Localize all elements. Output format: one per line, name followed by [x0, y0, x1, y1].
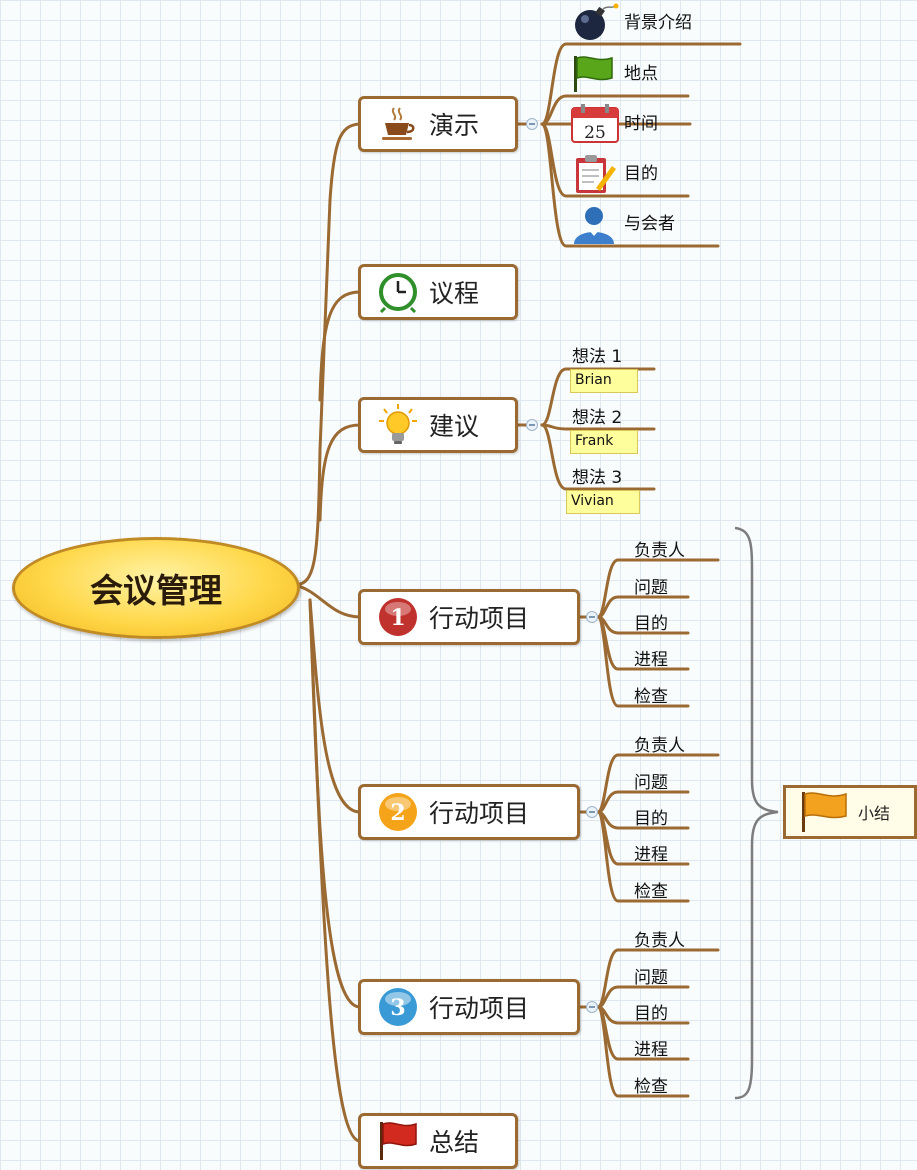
- idea-label: 想法 2: [572, 408, 623, 428]
- action-subtopic[interactable]: 进程: [634, 1035, 668, 1060]
- subtopic-label: 目的: [634, 614, 668, 634]
- topic-attendees[interactable]: 与会者: [568, 204, 675, 244]
- calendar-icon: 25: [568, 104, 620, 144]
- idea-topic[interactable]: 想法 1: [572, 342, 622, 367]
- priority-1-icon: 1: [375, 594, 421, 640]
- collapse-toggle[interactable]: [526, 419, 538, 431]
- action-subtopic[interactable]: 负责人: [634, 536, 685, 561]
- action-subtopic[interactable]: 进程: [634, 840, 668, 865]
- coffee-cup-icon: [375, 101, 421, 147]
- branch-label: 行动项目: [429, 604, 530, 633]
- subtopic-label: 问题: [634, 773, 668, 793]
- subtopic-label: 进程: [634, 845, 668, 865]
- branch-action-item-2[interactable]: 2 行动项目: [358, 784, 580, 840]
- priority-3-icon: 3: [375, 984, 421, 1030]
- topic-time[interactable]: 25 时间: [568, 104, 658, 144]
- topic-label: 目的: [624, 164, 658, 184]
- summary-label: 小结: [858, 804, 891, 823]
- idea-label: 想法 1: [572, 347, 623, 367]
- branch-action-item-1[interactable]: 1 行动项目: [358, 589, 580, 645]
- topic-location[interactable]: 地点: [568, 54, 658, 94]
- subtopic-label: 进程: [634, 1040, 668, 1060]
- branch-label: 演示: [429, 111, 480, 140]
- idea-note[interactable]: Frank: [570, 430, 638, 454]
- action-subtopic[interactable]: 问题: [634, 768, 668, 793]
- branch-agenda[interactable]: 议程: [358, 264, 518, 320]
- action-subtopic[interactable]: 进程: [634, 645, 668, 670]
- topic-label: 背景介绍: [624, 13, 692, 33]
- note-text: Brian: [575, 372, 612, 388]
- branch-suggestions[interactable]: 建议: [358, 397, 518, 453]
- branch-summary[interactable]: 总结: [358, 1113, 518, 1169]
- action-subtopic[interactable]: 检查: [634, 1072, 668, 1097]
- priority-number: 3: [390, 995, 405, 1021]
- branch-label: 议程: [429, 279, 480, 308]
- branch-action-item-3[interactable]: 3 行动项目: [358, 979, 580, 1035]
- priority-number: 2: [390, 800, 405, 826]
- priority-2-icon: 2: [375, 789, 421, 835]
- subtopic-label: 目的: [634, 1004, 668, 1024]
- collapse-toggle[interactable]: [526, 118, 538, 130]
- collapse-toggle[interactable]: [586, 806, 598, 818]
- red-flag-icon: [375, 1118, 421, 1164]
- clipboard-icon: [568, 154, 620, 194]
- orange-flag-icon: [796, 790, 852, 834]
- subtopic-label: 目的: [634, 809, 668, 829]
- branch-presentation[interactable]: 演示: [358, 96, 518, 152]
- subtopic-label: 负责人: [634, 931, 685, 951]
- collapse-toggle[interactable]: [586, 611, 598, 623]
- alarm-clock-icon: [375, 269, 421, 315]
- action-subtopic[interactable]: 问题: [634, 963, 668, 988]
- summary-callout[interactable]: 小结: [783, 785, 917, 839]
- subtopic-label: 检查: [634, 882, 668, 902]
- subtopic-label: 进程: [634, 650, 668, 670]
- topic-label: 地点: [624, 64, 658, 84]
- central-topic-label: 会议管理: [90, 571, 222, 610]
- subtopic-label: 检查: [634, 1077, 668, 1097]
- light-bulb-icon: [375, 402, 421, 448]
- subtopic-label: 负责人: [634, 736, 685, 756]
- action-subtopic[interactable]: 目的: [634, 999, 668, 1024]
- bomb-icon: [568, 3, 620, 43]
- subtopic-label: 问题: [634, 578, 668, 598]
- action-subtopic[interactable]: 问题: [634, 573, 668, 598]
- action-subtopic[interactable]: 负责人: [634, 731, 685, 756]
- idea-label: 想法 3: [572, 468, 623, 488]
- subtopic-label: 问题: [634, 968, 668, 988]
- topic-background[interactable]: 背景介绍: [568, 3, 692, 43]
- action-subtopic[interactable]: 目的: [634, 804, 668, 829]
- calendar-day: 25: [584, 123, 606, 143]
- idea-topic[interactable]: 想法 2: [572, 403, 622, 428]
- note-text: Vivian: [571, 493, 614, 509]
- idea-note[interactable]: Brian: [570, 369, 638, 393]
- branch-label: 总结: [429, 1128, 480, 1157]
- action-subtopic[interactable]: 目的: [634, 609, 668, 634]
- idea-note[interactable]: Vivian: [566, 490, 640, 514]
- collapse-toggle[interactable]: [586, 1001, 598, 1013]
- topic-label: 时间: [624, 114, 658, 134]
- central-topic[interactable]: 会议管理: [12, 537, 300, 639]
- branch-label: 行动项目: [429, 994, 530, 1023]
- action-subtopic[interactable]: 检查: [634, 877, 668, 902]
- topic-purpose[interactable]: 目的: [568, 154, 658, 194]
- subtopic-label: 负责人: [634, 541, 685, 561]
- idea-topic[interactable]: 想法 3: [572, 463, 622, 488]
- topic-label: 与会者: [624, 214, 675, 234]
- branch-label: 建议: [429, 412, 480, 441]
- action-subtopic[interactable]: 负责人: [634, 926, 685, 951]
- green-flag-icon: [568, 54, 620, 94]
- branch-label: 行动项目: [429, 799, 530, 828]
- person-icon: [568, 204, 620, 244]
- note-text: Frank: [575, 433, 614, 449]
- action-subtopic[interactable]: 检查: [634, 682, 668, 707]
- subtopic-label: 检查: [634, 687, 668, 707]
- priority-number: 1: [390, 605, 405, 631]
